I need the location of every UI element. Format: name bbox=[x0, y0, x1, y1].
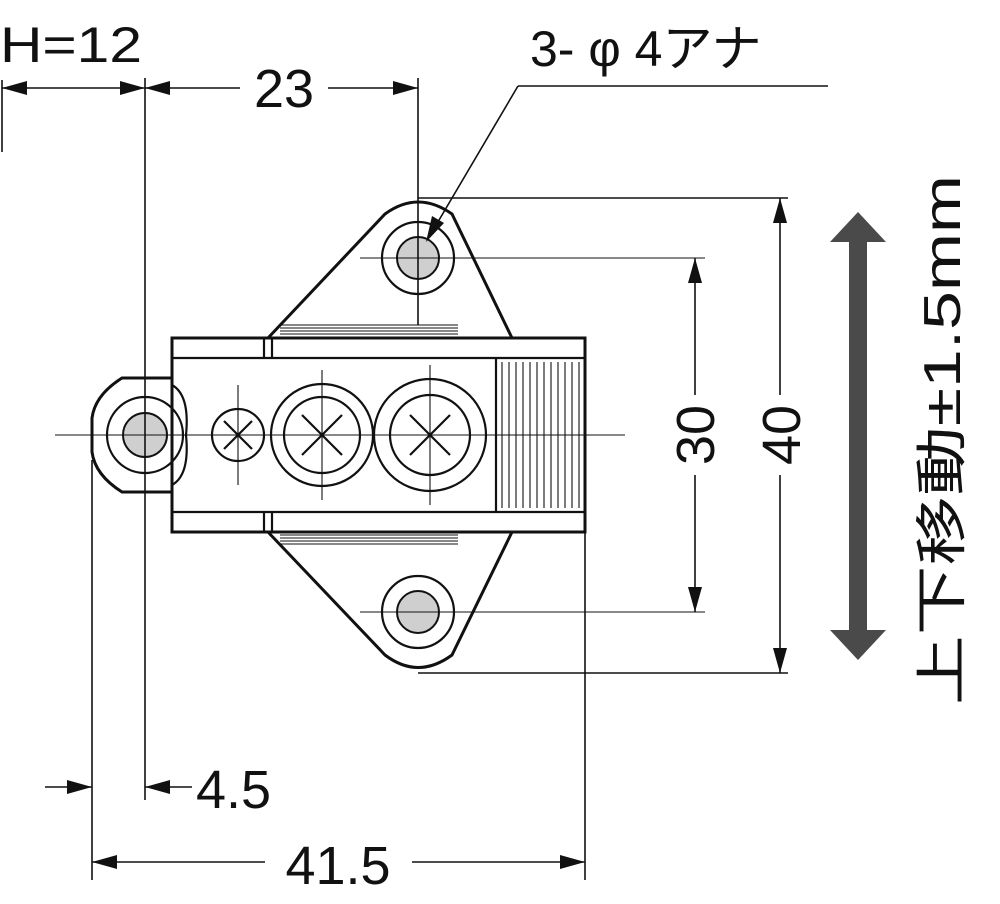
dim-h bbox=[2, 81, 145, 95]
dim-41-5-label: 41.5 bbox=[285, 836, 390, 896]
dim-41-5 bbox=[92, 855, 585, 869]
hole-spec-label: 3- φ 4アナ bbox=[530, 21, 761, 77]
hole-leader bbox=[426, 85, 828, 242]
dim-23-label: 23 bbox=[254, 59, 314, 119]
dim-40 bbox=[773, 198, 787, 673]
center-lines bbox=[55, 257, 705, 613]
dim-30-label: 30 bbox=[666, 405, 726, 465]
dim-4-5-label: 4.5 bbox=[196, 760, 271, 820]
dim-30 bbox=[688, 258, 702, 612]
adjustment-arrow bbox=[830, 212, 886, 660]
ramp-hatching bbox=[280, 324, 458, 545]
dim-40-label: 40 bbox=[752, 405, 812, 465]
dim-23 bbox=[145, 81, 418, 95]
dim-4-5 bbox=[45, 780, 192, 794]
height-label: H=12 bbox=[0, 17, 142, 73]
extension-lines bbox=[1, 78, 788, 880]
vertical-adjustment-label: 上下移動±1.5mm bbox=[914, 175, 972, 705]
